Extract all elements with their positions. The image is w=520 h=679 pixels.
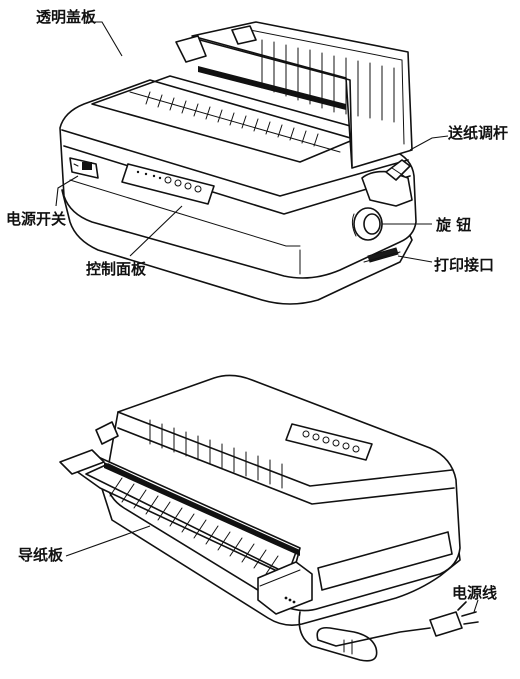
label-knob: 旋 钮: [435, 216, 471, 234]
label-paper-guide: 导纸板: [18, 546, 64, 564]
label-feed-lever: 送纸调杆: [447, 124, 508, 142]
label-control-panel: 控制面板: [86, 260, 147, 278]
label-print-port: 打印接口: [434, 256, 494, 274]
printer-front-view: [59, 21, 417, 305]
label-power-cord: 电源线: [452, 584, 497, 602]
printer-rear-view: [59, 374, 479, 662]
leader-lines-bottom: [65, 525, 479, 613]
label-cover: 透明盖板: [36, 8, 97, 26]
label-power-switch: 电源开关: [6, 210, 66, 228]
leader-lines-top: [55, 21, 449, 263]
